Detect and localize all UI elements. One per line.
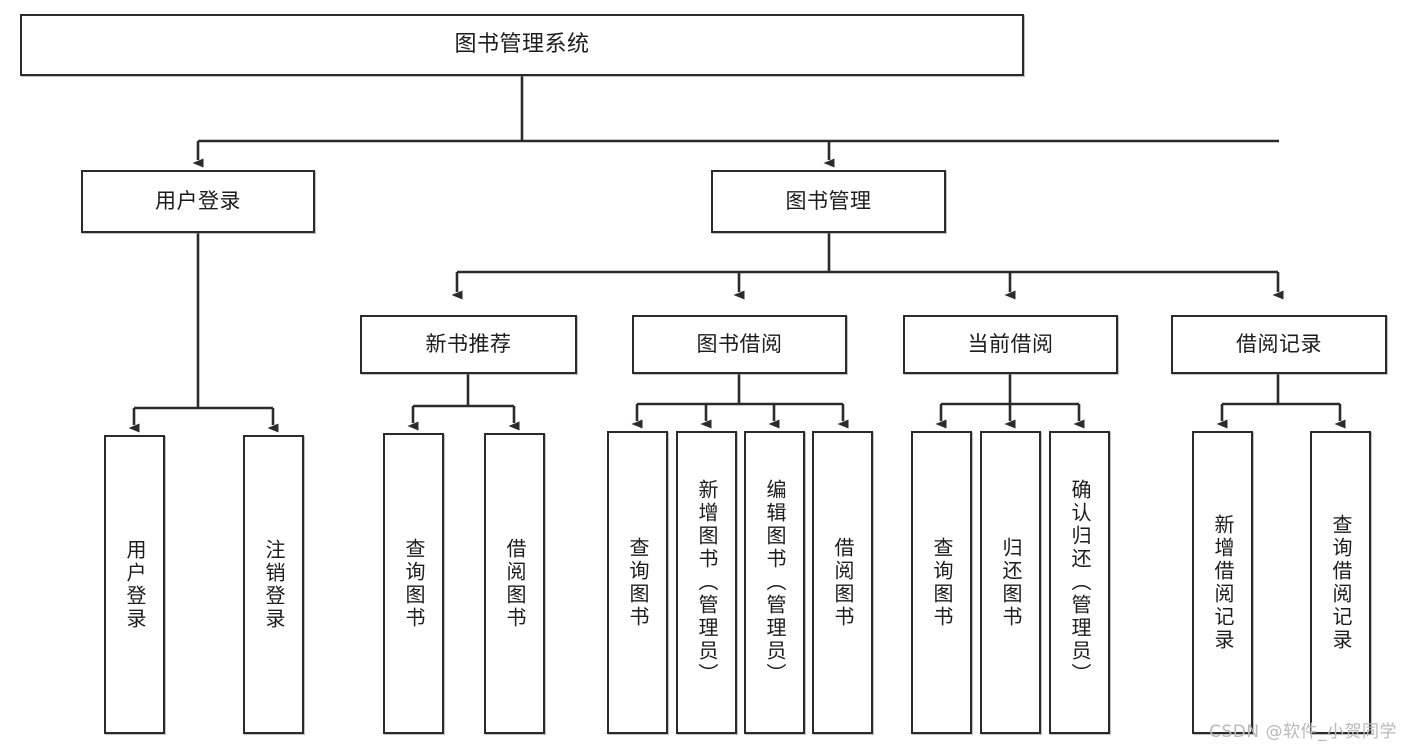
leaf-confirm-return[interactable]: 确认归还（管理员） — [1049, 431, 1110, 734]
node-book-borrow[interactable]: 图书借阅 — [632, 315, 847, 374]
leaf-query-book-1[interactable]: 查询图书 — [383, 433, 444, 734]
node-label: 图书借阅 — [696, 332, 783, 357]
node-label: 借阅图书 — [503, 537, 527, 630]
leaf-add-record[interactable]: 新增借阅记录 — [1192, 431, 1253, 734]
leaf-add-book[interactable]: 新增图书（管理员） — [676, 431, 737, 734]
leaf-query-record[interactable]: 查询借阅记录 — [1310, 431, 1371, 734]
node-label: 确认归还（管理员） — [1068, 479, 1092, 686]
leaf-return-book[interactable]: 归还图书 — [980, 431, 1041, 734]
leaf-borrow-book-2[interactable]: 借阅图书 — [812, 431, 873, 734]
node-label: 归还图书 — [999, 536, 1023, 629]
watermark-text: CSDN @软件_小贺同学 — [1209, 722, 1397, 742]
node-label: 用户登录 — [155, 189, 241, 214]
node-book-manage[interactable]: 图书管理 — [711, 170, 946, 233]
leaf-logout[interactable]: 注销登录 — [243, 435, 304, 734]
node-label: 新增借阅记录 — [1211, 513, 1235, 652]
node-root-system[interactable]: 图书管理系统 — [20, 14, 1024, 76]
node-label: 用户登录 — [123, 538, 147, 631]
node-new-book-recommend[interactable]: 新书推荐 — [360, 315, 577, 374]
node-label: 查询图书 — [930, 536, 954, 629]
node-current-borrow[interactable]: 当前借阅 — [903, 315, 1118, 374]
node-label: 图书管理 — [785, 189, 872, 214]
node-borrow-record[interactable]: 借阅记录 — [1171, 315, 1387, 374]
node-label: 新书推荐 — [425, 332, 512, 357]
node-label: 查询借阅记录 — [1329, 513, 1353, 652]
node-label: 查询图书 — [626, 536, 650, 629]
leaf-edit-book[interactable]: 编辑图书（管理员） — [744, 431, 805, 734]
node-label: 查询图书 — [402, 537, 426, 630]
node-label: 图书管理系统 — [454, 32, 590, 58]
node-label: 借阅记录 — [1236, 332, 1322, 357]
leaf-query-book-3[interactable]: 查询图书 — [911, 431, 972, 734]
leaf-user-login[interactable]: 用户登录 — [104, 435, 165, 734]
node-label: 新增图书（管理员） — [695, 479, 719, 686]
leaf-query-book-2[interactable]: 查询图书 — [607, 431, 668, 734]
node-label: 编辑图书（管理员） — [763, 479, 787, 686]
node-label: 借阅图书 — [831, 536, 855, 629]
node-label: 当前借阅 — [967, 332, 1054, 357]
node-label: 注销登录 — [262, 538, 286, 631]
node-user-login[interactable]: 用户登录 — [81, 170, 315, 233]
leaf-borrow-book-1[interactable]: 借阅图书 — [484, 433, 545, 734]
